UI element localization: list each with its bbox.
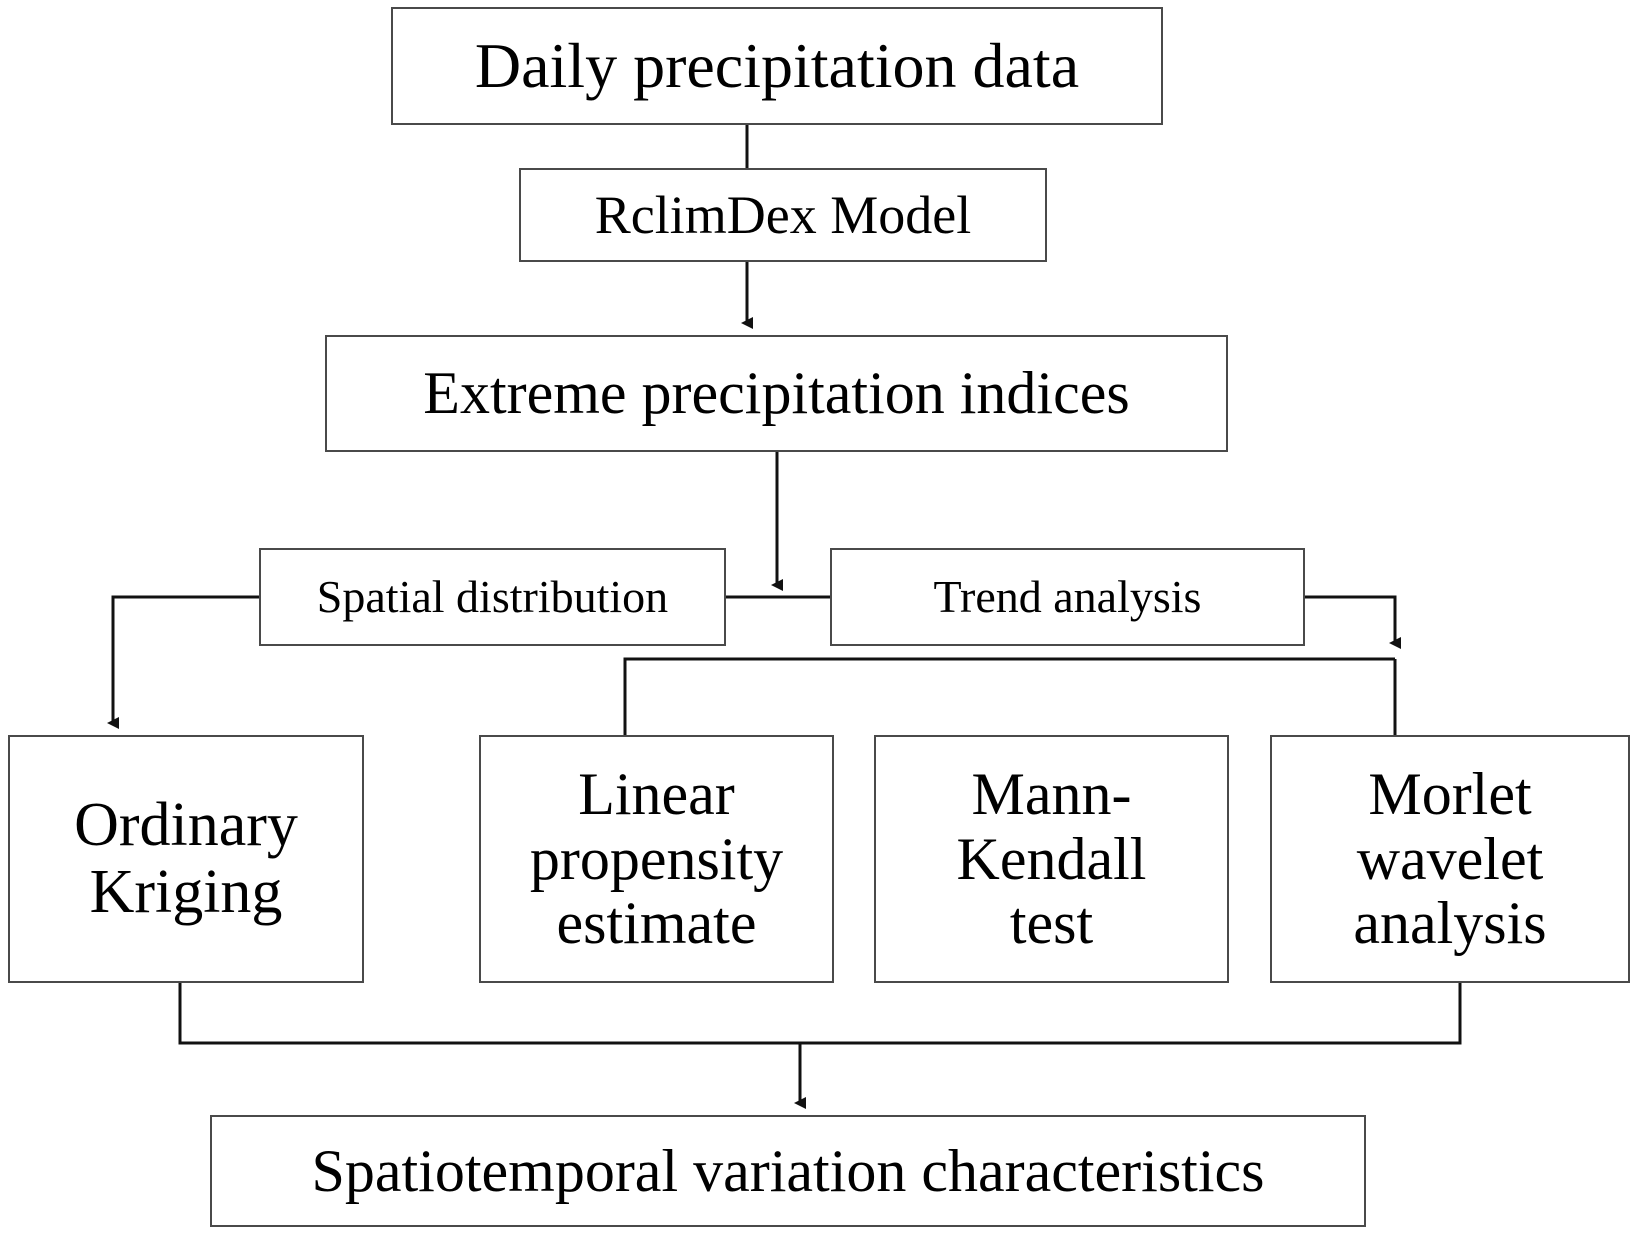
node-morlet-wavelet-analysis[interactable]: Morlet wavelet analysis	[1270, 735, 1630, 983]
node-trend-analysis[interactable]: Trend analysis	[830, 548, 1305, 646]
node-label: Linear propensity estimate	[529, 760, 784, 957]
node-label: Morlet wavelet analysis	[1353, 760, 1547, 957]
node-spatiotemporal-variation-characteristics[interactable]: Spatiotemporal variation characteristics	[210, 1115, 1366, 1227]
edge-kriging-to-results-bus	[178, 983, 1462, 1045]
node-spatial-distribution[interactable]: Spatial distribution	[259, 548, 726, 646]
node-label: RclimDex Model	[594, 184, 972, 245]
node-label: Spatial distribution	[316, 571, 669, 623]
node-ordinary-kriging[interactable]: Ordinary Kriging	[8, 735, 364, 983]
edge-trend-to-bus	[1305, 595, 1401, 649]
node-extreme-precipitation-indices[interactable]: Extreme precipitation indices	[325, 335, 1228, 452]
node-linear-propensity-estimate[interactable]: Linear propensity estimate	[479, 735, 834, 983]
node-label: Extreme precipitation indices	[423, 360, 1130, 427]
node-label: Daily precipitation data	[474, 30, 1080, 102]
node-rclimdex-model[interactable]: RclimDex Model	[519, 168, 1047, 262]
node-mann-kendall-test[interactable]: Mann- Kendall test	[874, 735, 1229, 983]
node-daily-precipitation-data[interactable]: Daily precipitation data	[391, 7, 1163, 125]
node-label: Spatiotemporal variation characteristics	[311, 1137, 1265, 1204]
node-label: Ordinary Kriging	[74, 791, 298, 926]
edge-trend-methods-bus	[623, 657, 1395, 735]
node-label: Trend analysis	[933, 571, 1202, 623]
node-label: Mann- Kendall test	[956, 760, 1147, 957]
edge-spatial-to-kriging	[107, 595, 259, 729]
